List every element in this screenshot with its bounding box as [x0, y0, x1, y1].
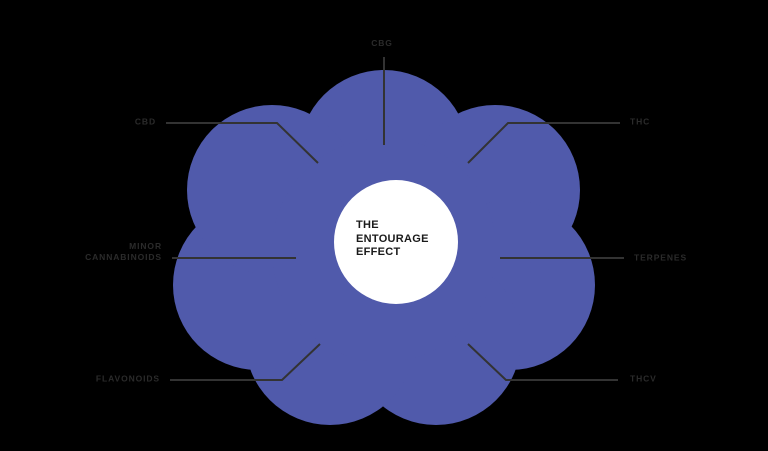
- callout-label-flavonoids: FLAVONOIDS: [95, 373, 160, 384]
- callout-label-terpenes: TERPENES: [634, 252, 688, 263]
- leader-line-flavonoids: [170, 343, 321, 381]
- callout-label-cbg: CBG: [371, 38, 393, 48]
- center-circle: [334, 180, 458, 304]
- leader-line-thcv: [467, 343, 618, 381]
- leader-line-cbd: [166, 122, 319, 164]
- leader-line-thc: [467, 122, 620, 164]
- callout-label-minor-cannabinoids: MINOR CANNABINOIDS: [85, 241, 162, 262]
- callout-label-cbd: CBD: [134, 116, 156, 127]
- callout-label-thcv: THCV: [630, 373, 657, 384]
- leader-lines: [166, 57, 624, 381]
- callout-label-thc: THC: [630, 116, 651, 127]
